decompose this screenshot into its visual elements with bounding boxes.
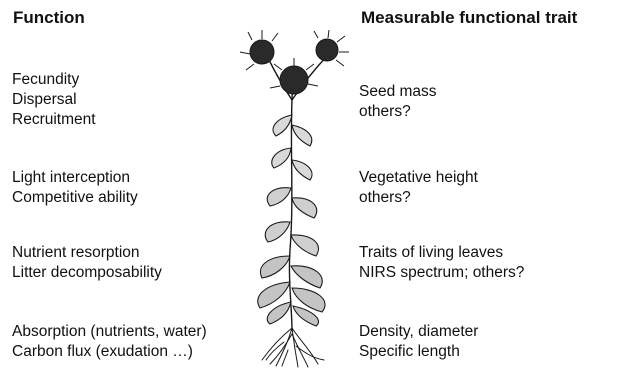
function-group-nutrients: Nutrient resorption Litter decomposabili…: [12, 243, 162, 283]
function-group-light: Light interception Competitive ability: [12, 168, 138, 208]
trait-label: Traits of living leaves: [359, 243, 524, 263]
function-group-roots: Absorption (nutrients, water) Carbon flu…: [12, 322, 207, 362]
function-label: Litter decomposability: [12, 263, 162, 283]
trait-column-header: Measurable functional trait: [361, 8, 577, 28]
plant-stem: [289, 100, 292, 330]
trait-group-roots: Density, diameter Specific length: [359, 322, 478, 362]
trait-label: NIRS spectrum; others?: [359, 263, 524, 283]
trait-label: Specific length: [359, 342, 478, 362]
flower-head: [250, 39, 338, 94]
function-column-header: Function: [13, 8, 85, 28]
function-label: Fecundity: [12, 70, 96, 90]
plant-illustration: [232, 30, 357, 368]
trait-group-nutrients: Traits of living leaves NIRS spectrum; o…: [359, 243, 524, 283]
trait-group-light: Vegetative height others?: [359, 168, 478, 208]
function-label: Recruitment: [12, 110, 96, 130]
trait-label: Vegetative height: [359, 168, 478, 188]
function-label: Absorption (nutrients, water): [12, 322, 207, 342]
roots: [262, 328, 324, 367]
function-label: Nutrient resorption: [12, 243, 162, 263]
function-label: Light interception: [12, 168, 138, 188]
function-group-reproduction: Fecundity Dispersal Recruitment: [12, 70, 96, 130]
trait-label: Density, diameter: [359, 322, 478, 342]
trait-group-reproduction: Seed mass others?: [359, 82, 437, 122]
function-label: Carbon flux (exudation …): [12, 342, 207, 362]
trait-label: others?: [359, 102, 437, 122]
function-label: Dispersal: [12, 90, 96, 110]
function-label: Competitive ability: [12, 188, 138, 208]
trait-label: Seed mass: [359, 82, 437, 102]
trait-label: others?: [359, 188, 478, 208]
